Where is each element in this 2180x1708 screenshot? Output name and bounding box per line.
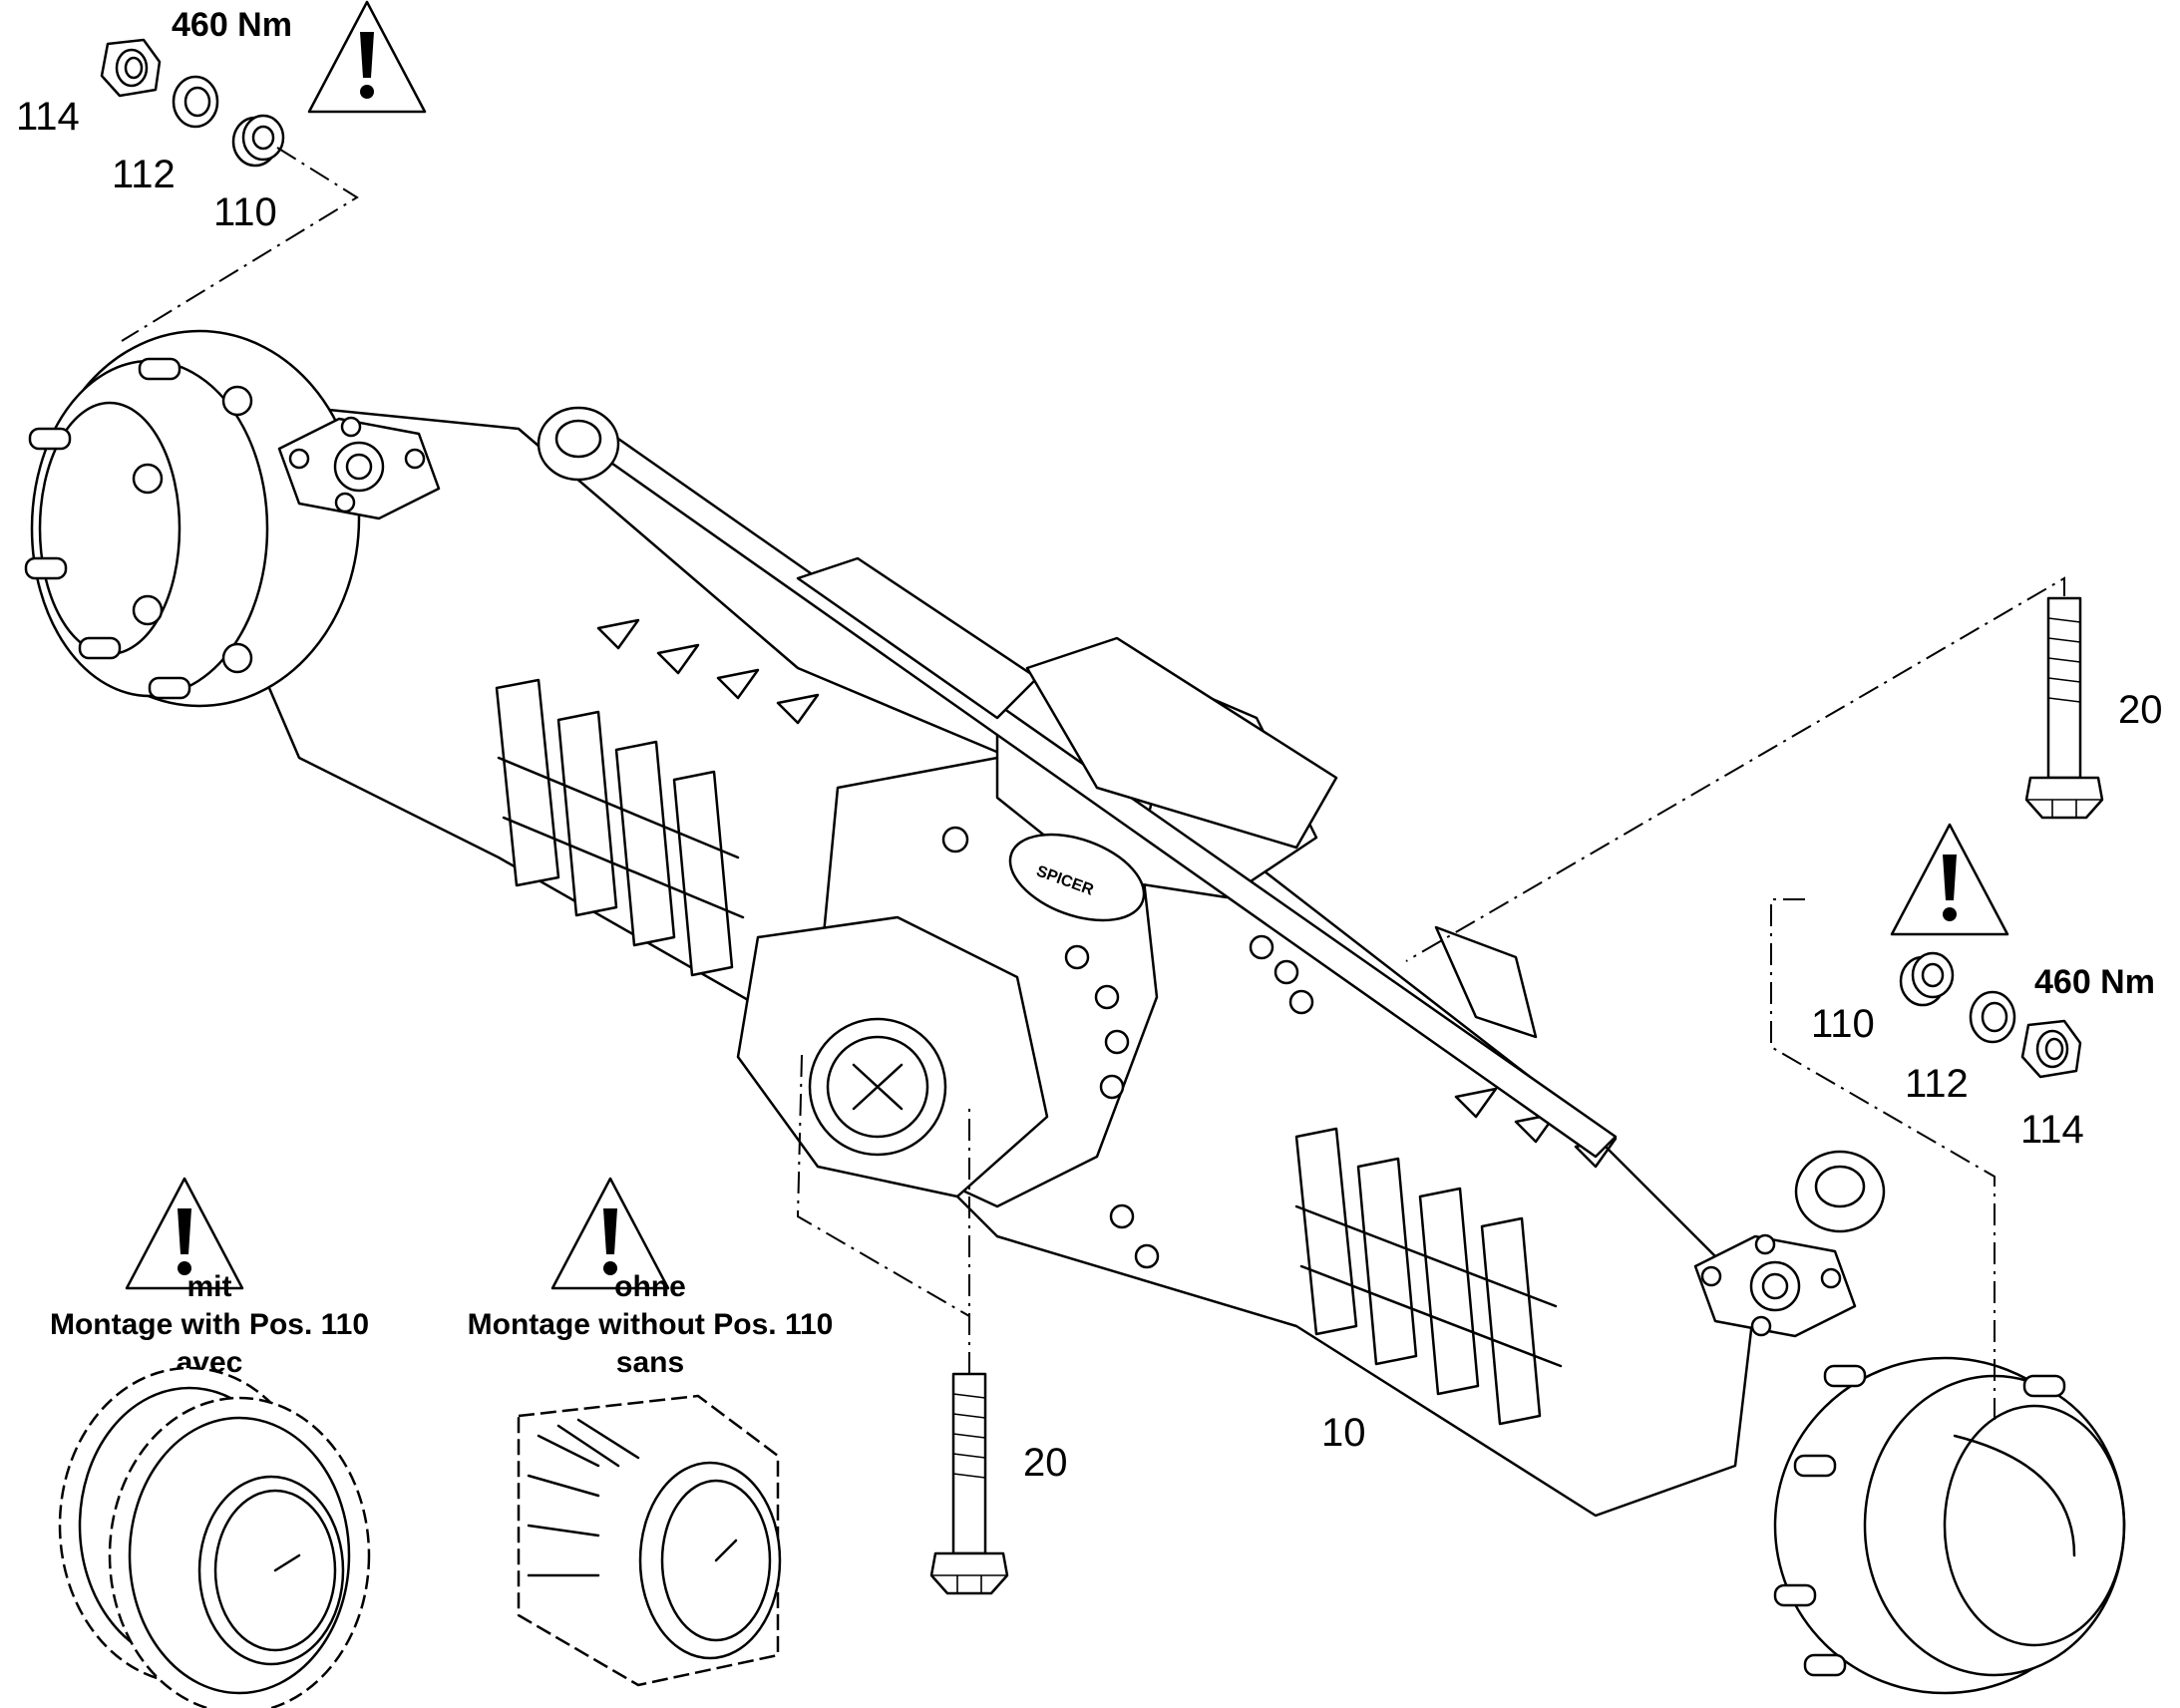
nut-icon (2020, 1019, 2082, 1079)
position-label-114-right: 114 (2020, 1108, 2084, 1152)
bolt-icon (2024, 596, 2104, 820)
position-label-10: 10 (1321, 1411, 1366, 1455)
kingpin-plate-left (277, 416, 441, 520)
gear-pair-icon (58, 1366, 371, 1708)
note-without-line2: Montage without Pos. 110 (468, 1308, 834, 1341)
hardware-group-top-left: 460 Nm 114 112 110 (16, 0, 427, 342)
hub-left (24, 329, 361, 708)
position-label-112-top: 112 (112, 153, 176, 196)
washer-icon (172, 75, 219, 129)
kingpin-plate-right (1693, 1233, 1857, 1338)
nut-icon (100, 38, 162, 98)
note-without-line1: ohne (614, 1270, 686, 1303)
washer-icon (1969, 990, 2016, 1044)
warning-icon (1890, 823, 2009, 936)
position-label-112-right: 112 (1905, 1062, 1969, 1106)
leader-line-bolt-right (1405, 576, 2065, 962)
note-with-line1: mit (187, 1270, 232, 1303)
bolt-icon (929, 1372, 1009, 1595)
hardware-group-right: 460 Nm 110 112 114 (1770, 823, 2155, 1426)
bushing-icon (231, 114, 285, 168)
position-label-114-top: 114 (16, 95, 80, 139)
housing-ribs-right (1294, 1127, 1563, 1426)
diff-bolts (1064, 934, 1314, 1269)
leader-line-top-left (121, 147, 359, 342)
variant-without-bushing: ohne Montage without Pos. 110 sans (468, 1177, 834, 1687)
position-label-20-right: 20 (2118, 688, 2163, 732)
steering-cylinder (537, 406, 1886, 1233)
leader-line-right-hardware (1770, 898, 1996, 1426)
warning-icon (307, 0, 427, 114)
position-label-20-bottom: 20 (1023, 1441, 1068, 1485)
torque-label-right: 460 Nm (2034, 963, 2155, 1001)
bevel-gear-icon (517, 1394, 782, 1687)
note-with-line2: Montage with Pos. 110 (50, 1308, 369, 1341)
note-without-line3: sans (616, 1346, 684, 1379)
torque-label-top: 460 Nm (172, 6, 292, 44)
hub-right (1773, 1356, 2126, 1695)
bushing-icon (1899, 951, 1955, 1007)
axle-assembly: SPICER (24, 329, 2126, 1695)
variant-with-bushing: mit Montage with Pos. 110 avec (50, 1177, 371, 1708)
position-label-110-top: 110 (213, 190, 277, 234)
housing-ribs-left (495, 678, 745, 977)
position-label-110-right: 110 (1811, 1002, 1875, 1046)
leader-line-bolt-bottom (796, 1054, 970, 1374)
